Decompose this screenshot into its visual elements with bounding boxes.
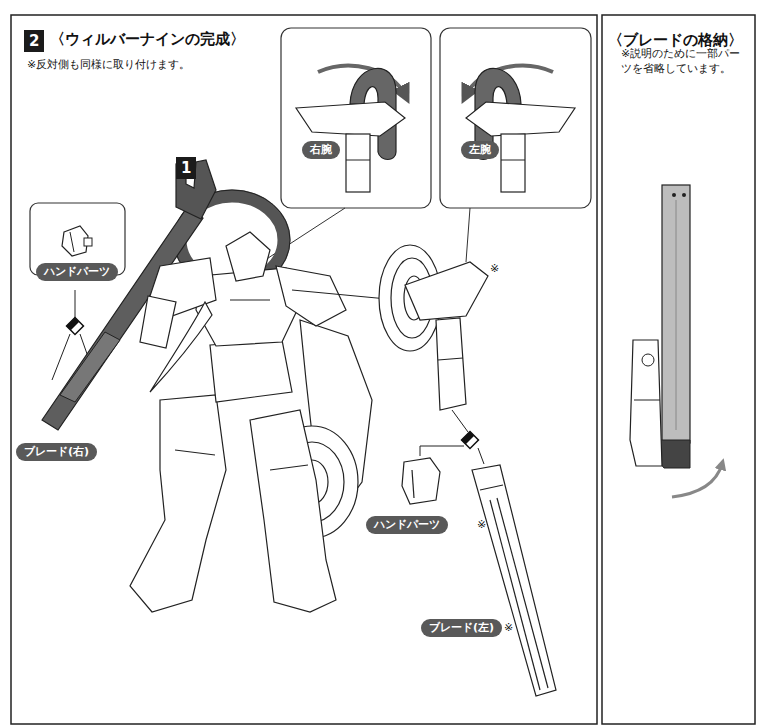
attach-symbol	[67, 318, 84, 335]
part-label: ブレード(左)	[421, 619, 502, 637]
inset-panel	[440, 28, 591, 208]
leader-line	[75, 290, 76, 318]
attach-symbol	[462, 432, 479, 449]
left-arm-part	[379, 245, 488, 410]
leader-line	[466, 208, 470, 262]
frame	[11, 15, 597, 724]
inset-panel	[281, 28, 431, 208]
hand-part	[62, 226, 92, 256]
leader-line	[52, 334, 70, 380]
section-title: 〈ウィルバーナインの完成〉	[50, 30, 245, 49]
label-text: 右腕	[310, 143, 332, 157]
part-label: ブレード(右)	[16, 443, 97, 461]
arm-detail	[466, 66, 575, 192]
label-text: ブレード(右)	[24, 445, 89, 459]
note-mark: ※	[490, 262, 499, 277]
hand-part	[402, 458, 440, 504]
note-mark: ※	[504, 621, 513, 636]
part-label: 右腕	[302, 141, 340, 159]
frame	[602, 15, 755, 724]
robot-figure	[130, 232, 372, 612]
note: ※説明のために一部パーツを省略しています。	[621, 47, 747, 77]
blade-left	[472, 465, 556, 696]
label-text: ハンドパーツ	[44, 265, 110, 279]
leader-line	[452, 410, 468, 432]
step-number: 2	[24, 30, 44, 52]
label-text: ハンドパーツ	[374, 518, 440, 532]
callout-number: 1	[176, 157, 196, 179]
label-text: 2	[29, 31, 39, 51]
note-mark: ※	[477, 518, 486, 533]
part-label: ハンドパーツ	[366, 516, 448, 534]
note: ※反対側も同様に取り付けます。	[27, 58, 190, 73]
leader-line	[478, 448, 484, 464]
arm-detail	[296, 66, 405, 192]
part-label: ハンドパーツ	[36, 263, 118, 281]
blade-stowed	[630, 185, 722, 497]
part-label: 左腕	[461, 141, 499, 159]
label-text: ブレード(左)	[429, 621, 494, 635]
leader-line	[420, 446, 464, 456]
label-text: 1	[181, 158, 191, 178]
label-text: 左腕	[469, 143, 491, 157]
